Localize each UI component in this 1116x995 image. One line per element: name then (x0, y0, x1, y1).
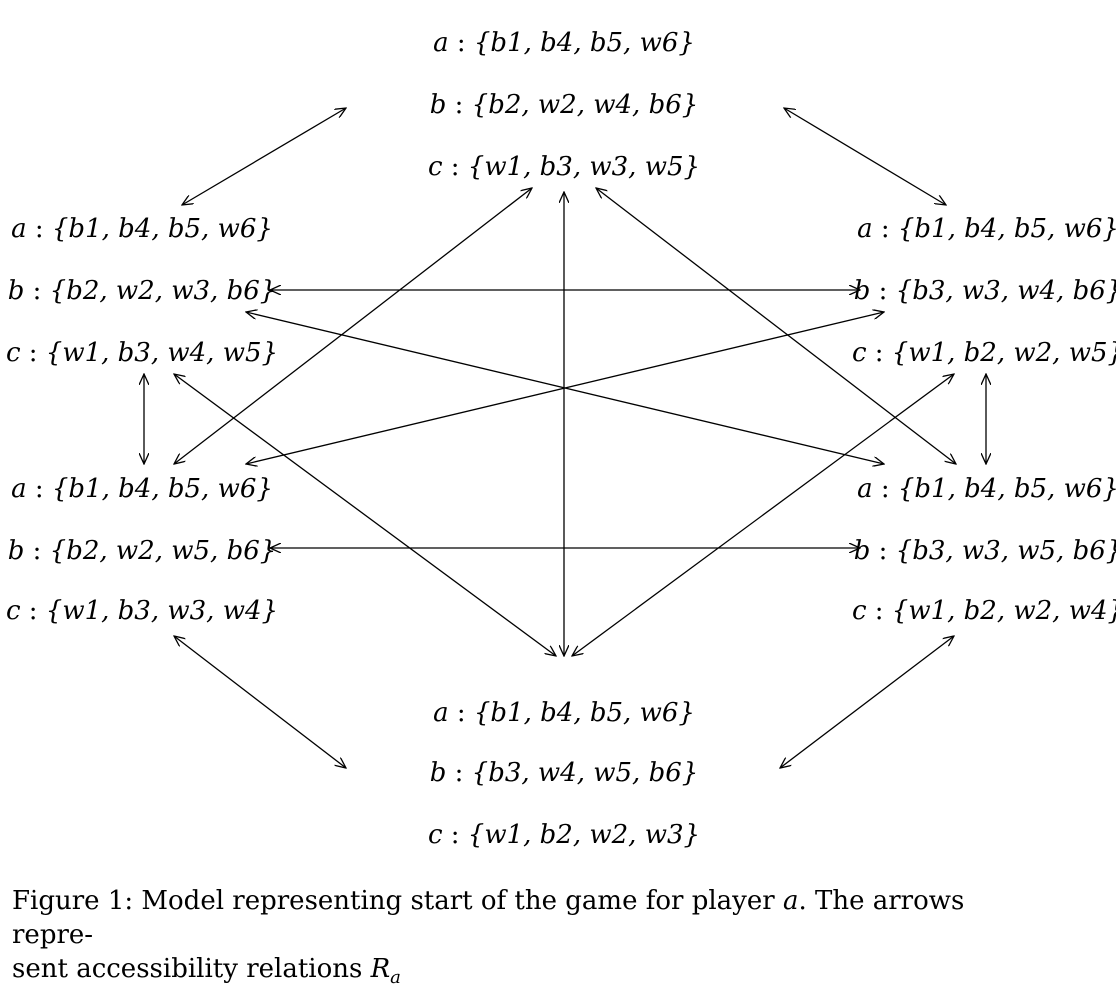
separator: : (449, 698, 474, 728)
separator: : (867, 596, 892, 626)
separator: : (27, 214, 52, 244)
world-lower-left-agent-b: b : {b2, w2, w5, b6} (8, 536, 277, 566)
accessibility-edges (144, 108, 986, 768)
world-top-agent-a: a : {b1, b4, b5, w6} (433, 28, 695, 58)
card-set: {b3, w4, w5, b6} (472, 758, 699, 788)
card-set: {w1, b2, w2, w5} (892, 338, 1116, 368)
caption-relation: Ra (370, 954, 401, 988)
caption-text-middle: . The arrows repre- (12, 886, 965, 950)
caption-relation-subscript: a (390, 967, 401, 989)
card-set: {b1, b4, b5, w6} (474, 28, 695, 58)
card-set: {b1, b4, b5, w6} (52, 214, 273, 244)
card-set: {b1, b4, b5, w6} (52, 474, 273, 504)
card-set: {b2, w2, w4, b6} (472, 90, 699, 120)
card-set: {b1, b4, b5, w6} (474, 698, 695, 728)
world-top-agent-b: b : {b2, w2, w4, b6} (430, 90, 699, 120)
edge-upper-right-lower-left (246, 312, 884, 464)
card-set: {b3, w3, w5, b6} (896, 536, 1116, 566)
agent-name: b (430, 90, 447, 120)
separator: : (873, 474, 898, 504)
separator: : (27, 474, 52, 504)
card-set: {w1, b3, w3, w5} (468, 152, 700, 182)
edge-upper-right-bottom (572, 374, 954, 656)
agent-name: c (428, 152, 443, 182)
caption-label: Figure 1: (12, 886, 134, 916)
world-lower-right-agent-c: c : {w1, b2, w2, w4} (852, 596, 1116, 626)
world-bottom-agent-b: b : {b3, w4, w5, b6} (430, 758, 699, 788)
world-upper-left-agent-a: a : {b1, b4, b5, w6} (11, 214, 273, 244)
world-upper-right-agent-b: b : {b3, w3, w4, b6} (854, 276, 1116, 306)
world-upper-left-agent-b: b : {b2, w2, w3, b6} (8, 276, 277, 306)
separator: : (21, 338, 46, 368)
card-set: {b1, b4, b5, w6} (898, 474, 1116, 504)
world-top-agent-c: c : {w1, b3, w3, w5} (428, 152, 700, 182)
card-set: {w1, b2, w2, w3} (468, 820, 700, 850)
world-upper-right-agent-a: a : {b1, b4, b5, w6} (857, 214, 1116, 244)
card-set: {b2, w2, w3, b6} (50, 276, 277, 306)
agent-name: c (6, 338, 21, 368)
card-set: {w1, b3, w3, w4} (46, 596, 278, 626)
world-upper-left-agent-c: c : {w1, b3, w4, w5} (6, 338, 278, 368)
separator: : (867, 338, 892, 368)
world-lower-right: a : {b1, b4, b5, w6} b : {b3, w3, w5, b6}… (852, 474, 1116, 626)
agent-name: b (8, 536, 25, 566)
world-bottom-agent-c: c : {w1, b2, w2, w3} (428, 820, 700, 850)
edge-upper-left-bottom (174, 374, 556, 656)
world-nodes: a : {b1, b4, b5, w6} b : {b2, w2, w4, b6}… (6, 28, 1116, 850)
agent-name: c (852, 596, 867, 626)
agent-name: a (11, 214, 27, 244)
agent-name: a (433, 698, 449, 728)
figure-caption: Figure 1: Model representing start of th… (12, 884, 1042, 995)
agent-name: c (6, 596, 21, 626)
world-lower-right-agent-a: a : {b1, b4, b5, w6} (857, 474, 1116, 504)
agent-name: b (430, 758, 447, 788)
separator: : (443, 820, 468, 850)
world-upper-left: a : {b1, b4, b5, w6} b : {b2, w2, w3, b6}… (6, 214, 278, 368)
edge-top-upper-left (182, 108, 346, 205)
world-upper-right-agent-c: c : {w1, b2, w2, w5} (852, 338, 1116, 368)
card-set: {w1, b2, w2, w4} (892, 596, 1116, 626)
agent-name: c (428, 820, 443, 850)
card-set: {b3, w3, w4, b6} (896, 276, 1116, 306)
card-set: {b2, w2, w5, b6} (50, 536, 277, 566)
caption-player: a (782, 886, 799, 916)
separator: : (870, 536, 895, 566)
separator: : (443, 152, 468, 182)
caption-text-before: Model representing start of the game for… (141, 886, 775, 916)
agent-name: b (854, 536, 871, 566)
world-lower-left-agent-a: a : {b1, b4, b5, w6} (11, 474, 273, 504)
edge-lower-left-bottom (174, 636, 346, 768)
separator: : (24, 276, 49, 306)
separator: : (24, 536, 49, 566)
separator: : (21, 596, 46, 626)
separator: : (449, 28, 474, 58)
separator: : (446, 758, 471, 788)
separator: : (870, 276, 895, 306)
world-upper-right: a : {b1, b4, b5, w6} b : {b3, w3, w4, b6}… (852, 214, 1116, 368)
world-lower-left-agent-c: c : {w1, b3, w3, w4} (6, 596, 278, 626)
separator: : (446, 90, 471, 120)
agent-name: c (852, 338, 867, 368)
agent-name: a (857, 474, 873, 504)
agent-name: a (11, 474, 27, 504)
separator: : (873, 214, 898, 244)
caption-relation-symbol: R (370, 954, 391, 984)
world-bottom-agent-a: a : {b1, b4, b5, w6} (433, 698, 695, 728)
caption-line2: sent accessibility relations (12, 954, 363, 984)
card-set: {b1, b4, b5, w6} (898, 214, 1116, 244)
agent-name: a (857, 214, 873, 244)
world-lower-left: a : {b1, b4, b5, w6} b : {b2, w2, w5, b6}… (6, 474, 278, 626)
edge-top-upper-right (784, 108, 946, 205)
agent-name: b (8, 276, 25, 306)
world-lower-right-agent-b: b : {b3, w3, w5, b6} (854, 536, 1116, 566)
world-top: a : {b1, b4, b5, w6} b : {b2, w2, w4, b6}… (428, 28, 700, 182)
world-bottom: a : {b1, b4, b5, w6} b : {b3, w4, w5, b6}… (428, 698, 700, 850)
card-set: {w1, b3, w4, w5} (46, 338, 278, 368)
kripke-model-diagram: a : {b1, b4, b5, w6} b : {b2, w2, w4, b6}… (6, 28, 1116, 850)
agent-name: b (854, 276, 871, 306)
agent-name: a (433, 28, 449, 58)
edge-lower-right-bottom (780, 636, 954, 768)
